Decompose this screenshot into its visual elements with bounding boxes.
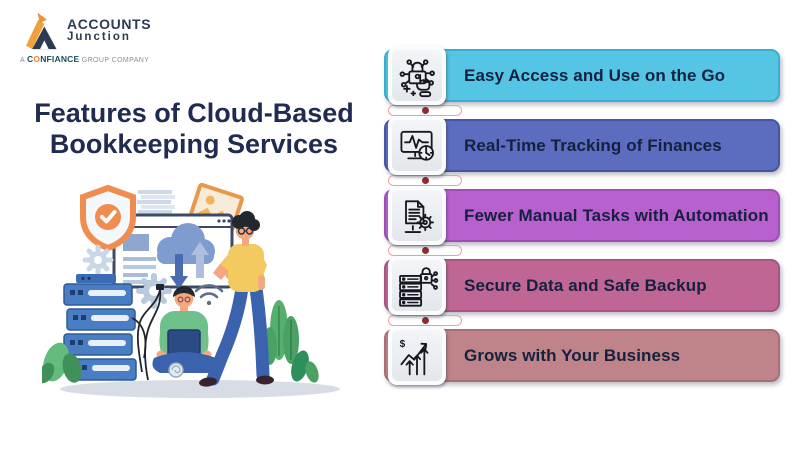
cloud-bookkeeping-illustration: [42, 182, 340, 398]
plant-left: [42, 342, 82, 384]
shield-check-icon: [80, 184, 136, 252]
feature-list: Easy Access and Use on the Go: [384, 46, 780, 385]
feature-row-4: Secure Data and Safe Backup: [384, 256, 780, 315]
gear-icon: [82, 244, 114, 276]
connector: [386, 244, 464, 257]
feature-bar: Fewer Manual Tasks with Automation: [384, 189, 780, 242]
connector-dot: [421, 107, 429, 114]
connector: [386, 174, 464, 187]
logo-brand-top: ACCOUNTS: [67, 15, 152, 32]
document-gear-icon: [404, 199, 434, 233]
standing-person: [199, 211, 274, 387]
ground-shadow: [60, 380, 340, 398]
server-lock-icon: [399, 266, 439, 307]
feature-bar: Real-Time Tracking of Finances: [384, 119, 780, 172]
feature-bar: Easy Access and Use on the Go: [384, 49, 780, 102]
page-title: Features of Cloud-Based Bookkeeping Serv…: [34, 98, 354, 160]
feature-icon-tile: $: [388, 326, 446, 385]
feature-icon-tile: [388, 256, 446, 315]
feature-label: Grows with Your Business: [464, 345, 681, 365]
cloud-sync-icon: [157, 223, 215, 289]
connector: [386, 104, 464, 117]
growth-chart-icon: $: [400, 338, 429, 375]
feature-row-1: Easy Access and Use on the Go: [384, 46, 780, 105]
feature-icon-tile: [388, 46, 446, 105]
feature-label: Easy Access and Use on the Go: [464, 65, 726, 85]
access-hand-lock-icon: [399, 58, 435, 97]
wifi-icon: [194, 284, 224, 306]
server-rack: [63, 274, 137, 381]
accounts-junction-logo: ACCOUNTS Junction A CONFIANCE GROUP COMP…: [20, 8, 170, 64]
feature-label: Secure Data and Safe Backup: [464, 275, 707, 295]
connector-dot: [421, 247, 429, 254]
feature-bar: Secure Data and Safe Backup: [384, 259, 780, 312]
connector: [386, 314, 464, 327]
feature-label: Real-Time Tracking of Finances: [464, 135, 722, 155]
feature-row-5: Grows with Your Business $: [384, 326, 780, 385]
plant-right: [291, 350, 319, 383]
feature-icon-tile: [388, 116, 446, 175]
logo-tagline: A CONFIANCE GROUP COMPANY: [20, 54, 150, 64]
connector-dot: [421, 177, 429, 184]
logo-mark-icon: [26, 12, 57, 50]
feature-bar: Grows with Your Business: [384, 329, 780, 382]
feature-row-2: Real-Time Tracking of Finances: [384, 116, 780, 175]
svg-text:$: $: [400, 338, 406, 349]
feature-label: Fewer Manual Tasks with Automation: [464, 205, 769, 225]
sitting-person: [152, 286, 218, 378]
feature-icon-tile: [388, 186, 446, 245]
feature-row-3: Fewer Manual Tasks with Automation: [384, 186, 780, 245]
monitor-pulse-clock-icon: [400, 130, 434, 161]
plant-cactus: [263, 300, 299, 365]
cables: [131, 284, 164, 381]
connector-dot: [421, 317, 429, 324]
logo-brand-bottom: Junction: [67, 31, 131, 44]
